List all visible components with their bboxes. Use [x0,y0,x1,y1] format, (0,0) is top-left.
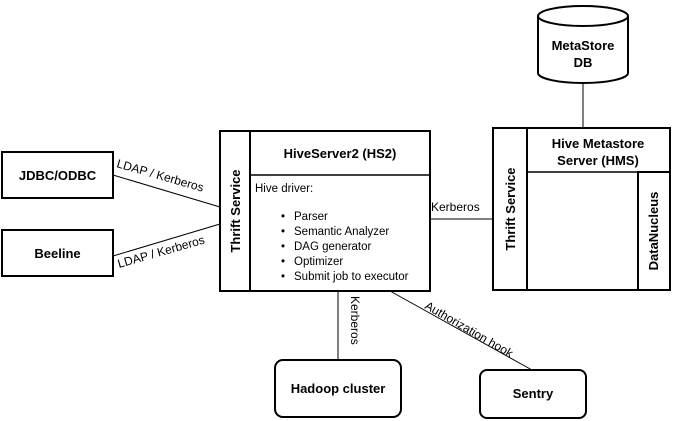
sentry-label: Sentry [513,386,554,401]
edge-label-hs2-hadoop: Kerberos [348,296,362,345]
datanucleus-box [637,171,671,291]
edge-jdbc-hs2 [112,174,221,208]
driver-bullet: • [281,256,285,268]
metastore-db-line1: MetaStore [552,38,615,53]
hs2-thrift-service-box [219,130,251,292]
hs2-title: HiveServer2 (HS2) [284,146,397,161]
hms-title-line2: Server (HMS) [557,153,639,168]
metastore-db-node: MetaStore DB [537,5,629,84]
beeline-label: Beeline [34,246,80,261]
driver-bullet: • [281,226,285,238]
edge-hs2-sentry [389,290,533,371]
metastore-db-line2: DB [574,55,593,70]
beeline-box [1,229,114,277]
edge-beeline-hs2 [112,223,221,257]
hs2-box [249,130,431,292]
driver-bullet: • [281,211,285,223]
jdbc-odbc-label: JDBC/ODBC [19,168,97,183]
hadoop-cluster-label: Hadoop cluster [291,381,386,396]
jdbc-odbc-node: JDBC/ODBC [1,151,114,199]
datanucleus-label: DataNucleus [646,192,661,271]
driver-item: Semantic Analyzer [294,226,389,238]
hadoop-cluster-node: Hadoop cluster [274,359,402,418]
hive-metastore-node: Hive Metastore Server (HMS) Thrift Servi… [492,127,671,291]
edge-label-beeline-hs2: LDAP / Kerberos [116,233,206,271]
edge-label-hs2-sentry: Authorization hook [423,298,517,360]
edge-label-hs2-hms: Kerberos [431,200,480,214]
hms-thrift-service-box [492,127,528,291]
hms-thrift-service-label: Thrift Service [503,167,518,250]
driver-item: Optimizer [294,256,343,268]
jdbc-odbc-box [1,151,114,199]
hs2-driver-list: • Parser • Semantic Analyzer • DAG gener… [281,211,409,283]
sentry-node: Sentry [479,369,587,419]
metastore-db-cylinder-body [537,16,629,84]
hms-title-line1: Hive Metastore [552,136,644,151]
sentry-box [479,369,587,419]
hadoop-cluster-box [274,359,402,418]
driver-item: Parser [294,211,328,223]
driver-item: Submit job to executor [294,271,409,283]
beeline-node: Beeline [1,229,114,277]
hs2-driver-heading: Hive driver: [255,183,313,195]
driver-bullet: • [281,271,285,283]
hs2-thrift-service-label: Thrift Service [228,169,243,252]
hiveserver2-node: Thrift Service HiveServer2 (HS2) Hive dr… [219,130,431,292]
metastore-db-cylinder-top [537,5,629,27]
driver-item: DAG generator [294,241,372,253]
driver-bullet: • [281,241,285,253]
